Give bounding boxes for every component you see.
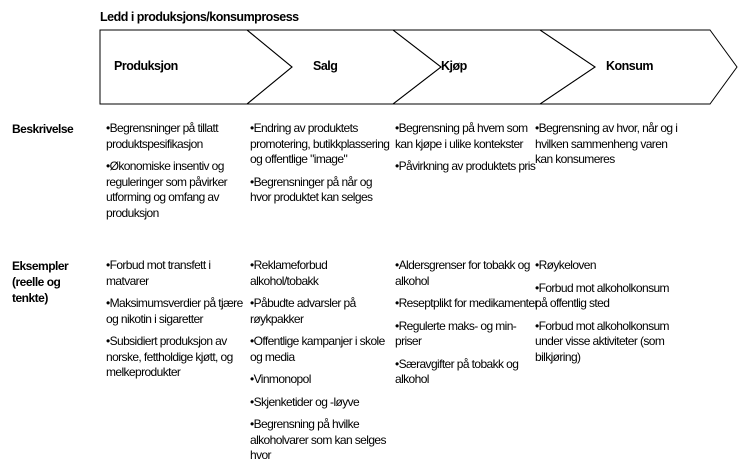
bullet-item: •Begrensninger på tillatt produktspesifi… <box>106 121 219 151</box>
bullet-item: •Begrensninger på når og hvor produktet … <box>250 174 373 205</box>
stage-shape-kjop <box>391 29 596 105</box>
cell-eksempler-salg: •Reklameforbud alkohol/tobakk •Påbudte ad… <box>250 258 395 471</box>
cell-eksempler-produksjon: •Forbud mot transfett i matvarer •Maksimu… <box>106 258 251 388</box>
bullet-item: •Begrensning av hvor, når og i hvilken s… <box>535 121 678 166</box>
bullet-item: •Påvirkning av produktets pris <box>395 159 536 173</box>
stage-shape-konsum <box>538 29 738 105</box>
cell-beskrivelse-kjøp: •Begrensning på hvem som kan kjøpe i uli… <box>395 121 540 182</box>
bullet-item: •Skjenketider og -løyve <box>250 394 360 409</box>
bullet-item: •Aldersgrenser for tobakk og alkohol <box>395 258 530 288</box>
cell-eksempler-konsum: •Røykeloven •Forbud mot alkoholkonsum på … <box>535 258 680 372</box>
stage-konsum: Konsum <box>606 59 654 73</box>
bullet-item: •Røykeloven <box>535 258 597 272</box>
diagram-title: Ledd i produksjons/konsumprosess <box>100 10 299 24</box>
cell-beskrivelse-produksjon: •Begrensninger på tillatt produktspesifi… <box>106 121 251 228</box>
row-label-beskrivelse: Beskrivelse <box>12 122 74 136</box>
bullet-item: •Forbud mot alkoholkonsum på offentlig s… <box>535 280 670 311</box>
bullet-item: •Offentlige kampanjer i skole og media <box>250 334 385 364</box>
bullet-item: •Subsidiert produksjon av norske, fettho… <box>106 334 233 379</box>
bullet-item: •Økonomiske insentiv og reguleringer som… <box>106 159 228 220</box>
cell-beskrivelse-konsum: •Begrensning av hvor, når og i hvilken s… <box>535 121 680 175</box>
bullet-item: •Reklameforbud alkohol/tobakk <box>250 258 328 288</box>
bullet-item: •Endring av produktets promotering, buti… <box>250 121 390 166</box>
bullet-item: •Begrensning på hvilke alkoholvarer som … <box>250 417 386 462</box>
bullet-item: •Påbudte advarsler på røykpakker <box>250 296 356 326</box>
stage-salg: Salg <box>313 59 338 73</box>
cell-eksempler-kjøp: •Aldersgrenser for tobakk og alkohol •Res… <box>395 258 540 395</box>
bullet-item: •Særavgifter på tobakk og alkohol <box>395 356 519 387</box>
stage-kjop: Kjøp <box>441 59 467 73</box>
stage-shape-salg <box>245 29 442 105</box>
row-label-eksempler: Eksempler (reelle og tenkte) <box>12 259 69 305</box>
cell-beskrivelse-salg: •Endring av produktets promotering, buti… <box>250 121 395 213</box>
process-arrow <box>99 29 738 105</box>
bullet-item: •Vinmonopol <box>250 372 311 386</box>
bullet-item: •Forbud mot transfett i matvarer <box>106 258 211 288</box>
bullet-item: •Regulerte maks- og min-priser <box>395 318 517 349</box>
bullet-item: •Forbud mot alkoholkonsum under visse ak… <box>535 318 670 364</box>
bullet-item: •Reseptplikt for medikamenter <box>395 296 538 310</box>
stage-produksjon: Produksjon <box>114 59 178 73</box>
bullet-item: •Maksimumsverdier på tjære og nikotin i … <box>106 296 243 326</box>
bullet-item: •Begrensning på hvem som kan kjøpe i uli… <box>395 121 528 151</box>
